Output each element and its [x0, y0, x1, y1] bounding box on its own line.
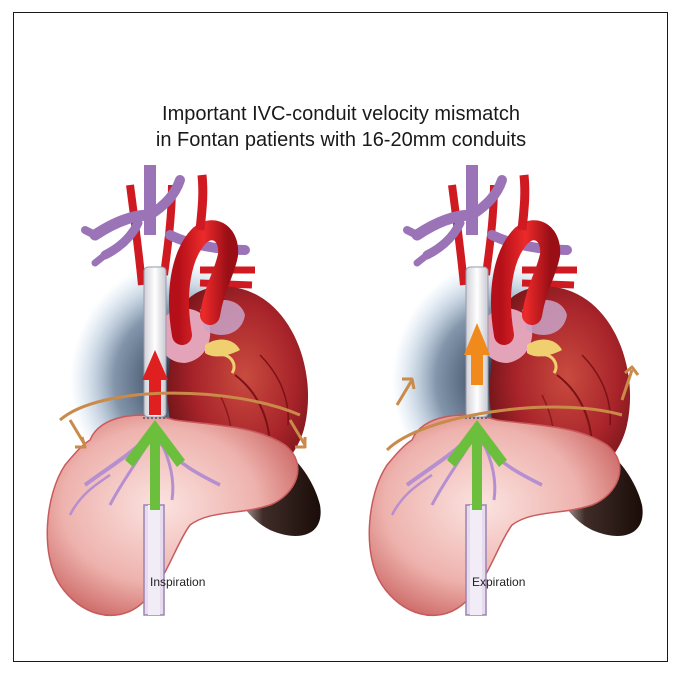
caption-inspiration: Inspiration: [150, 575, 205, 589]
expiration-panel: [369, 165, 642, 615]
inspiration-panel: [47, 165, 320, 615]
caption-expiration: Expiration: [472, 575, 525, 589]
